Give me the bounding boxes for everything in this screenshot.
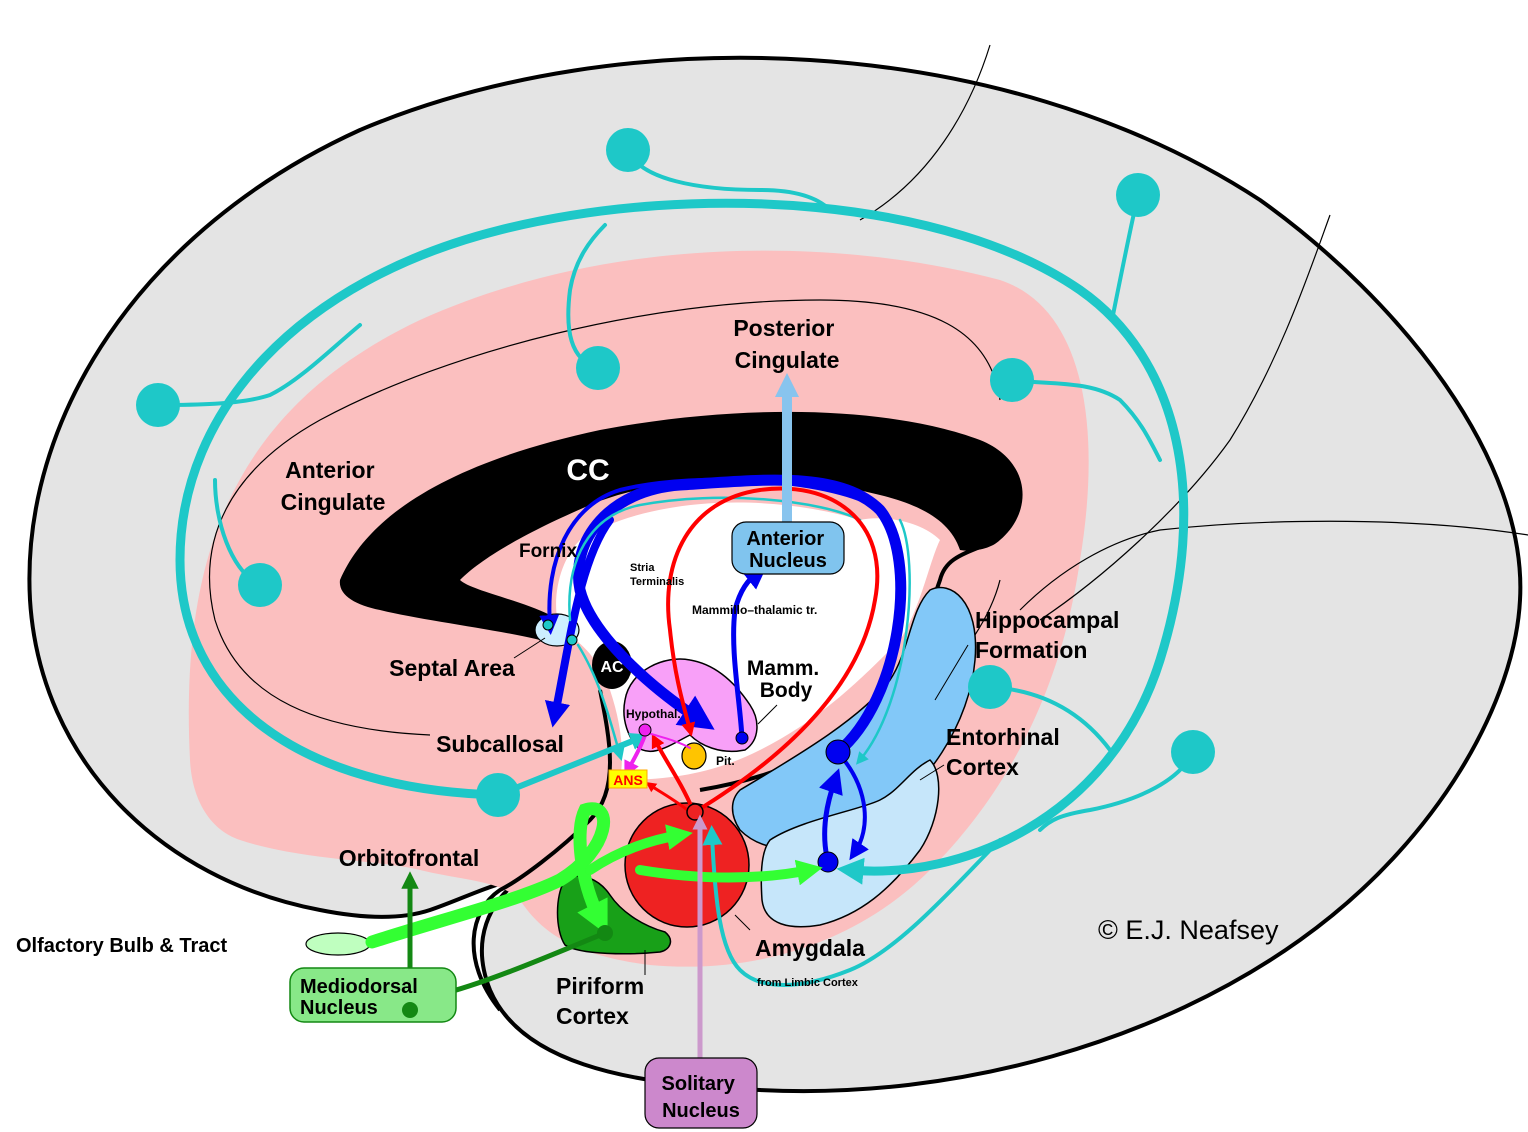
copyright-label: © E.J. Neafsey [1098,915,1279,945]
mammillary-neuron [736,732,748,744]
cortical-neuron-soma [1116,173,1160,217]
hypothal-neuron [639,724,651,736]
hippocampal-neuron [826,740,850,764]
cortical-neuron-soma [990,358,1034,402]
hypothal-label: Hypothal. [626,707,681,721]
amygdala-neuron [687,804,703,820]
fornix-label: Fornix [519,541,577,562]
olfactory-bulb-tract [306,933,370,955]
pituitary [682,743,706,769]
subcallosal-label: Subcallosal [436,731,564,757]
orbitofrontal-label: Orbitofrontal [339,845,480,871]
septal-neuron [567,635,577,645]
cortical-neuron-soma [1171,730,1215,774]
ans-label: ANS [613,772,643,788]
cortical-neuron-soma [606,128,650,172]
septal-area-label: Septal Area [389,655,515,681]
mediodorsal-neuron [402,1002,418,1018]
piriform-neuron [597,925,613,941]
from-limbic-cortex-label: from Limbic Cortex [757,977,859,989]
cortical-neuron-soma [136,383,180,427]
olfactory-bulb-label: Olfactory Bulb & Tract [16,935,227,957]
entorhinal-neuron [818,852,838,872]
amygdala [625,803,749,927]
anterior-nucleus-label: Anterior Nucleus [746,528,829,572]
cortical-neuron-soma [968,665,1012,709]
cortical-neuron-soma [238,563,282,607]
cortical-neuron-soma [576,346,620,390]
amygdala-label: Amygdala [755,935,865,961]
cortical-neuron-soma [476,773,520,817]
cc-label: CC [566,454,609,487]
septal-neuron [543,620,553,630]
pit-label: Pit. [716,754,735,768]
mammillothalamic-tract-label: Mammillo–thalamic tr. [692,603,817,617]
